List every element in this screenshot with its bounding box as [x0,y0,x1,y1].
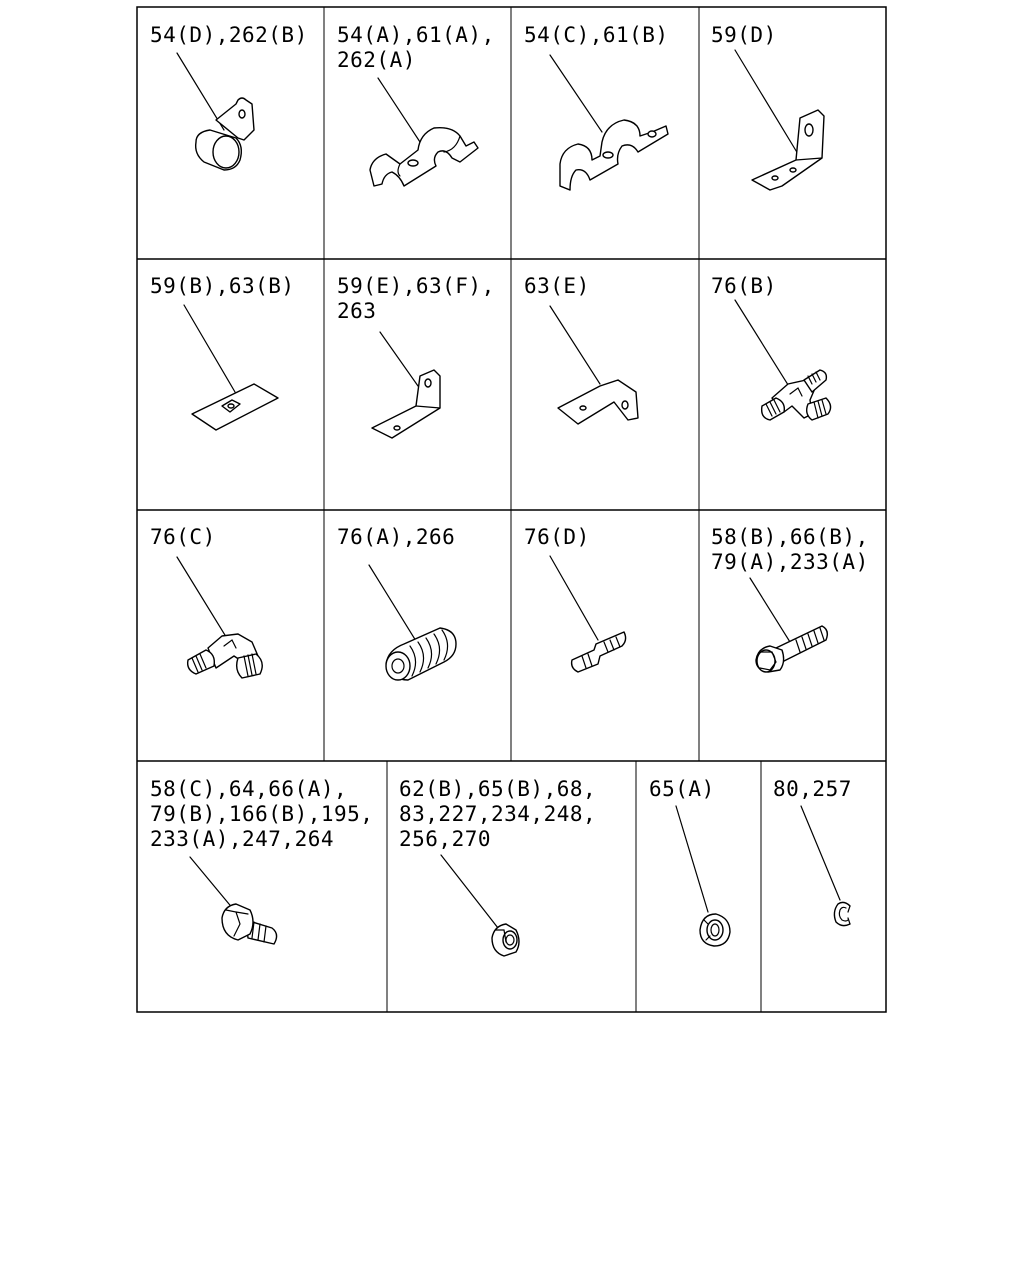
cell-76b: 76(B) [711,274,777,298]
flange-nut-icon [675,805,731,947]
part-number-label: 76(C) [150,525,216,549]
bolt-hex-icon [189,856,278,945]
tee-fitting-icon [734,299,832,421]
cell-62b-65b-68: 62(B),65(B),68,83,227,234,248,256,270 [399,777,596,851]
cell-labels: 54(D),262(B) 54(A),61(A),262(A) 54(C),61(B… [150,23,869,851]
bolt-flange-icon [749,577,829,673]
cell-59d: 59(D) [711,23,777,47]
grid-lines [136,6,887,1013]
cell-65a: 65(A) [649,777,715,801]
union-fitting-icon [368,564,457,681]
hex-nut-icon [440,854,520,957]
l-bracket-icon [734,49,825,191]
part-number-label: 59(E),63(F), [337,274,495,298]
part-number-label: 63(E) [524,274,590,298]
cell-76a-266: 76(A),266 [337,525,455,549]
clamp-double-icon [369,77,479,187]
part-number-label: 76(B) [711,274,777,298]
clamp-single-icon [176,52,255,171]
part-number-label: 59(B),63(B) [150,274,295,298]
cell-59b-63b: 59(B),63(B) [150,274,295,298]
part-number-label: 256,270 [399,827,491,851]
cell-80-257: 80,257 [773,777,852,801]
part-number-label: 54(A),61(A), [337,23,495,47]
cell-54a-61a-262a: 54(A),61(A),262(A) [337,23,495,72]
part-number-label: 262(A) [337,48,416,72]
l-bracket-small-icon [371,331,441,439]
cell-58b-66b-79a-233a: 58(B),66(B),79(A),233(A) [711,525,869,574]
cell-63e: 63(E) [524,274,590,298]
part-number-label: 58(C),64,66(A), [150,777,347,801]
cell-76d: 76(D) [524,525,590,549]
part-number-label: 54(C),61(B) [524,23,669,47]
part-number-label: 79(A),233(A) [711,550,869,574]
straight-fitting-icon [549,555,627,673]
cell-58c-64-66a: 58(C),64,66(A),79(B),166(B),195,233(A),2… [150,777,373,851]
part-number-label: 83,227,234,248, [399,802,596,826]
part-number-label: 62(B),65(B),68, [399,777,596,801]
snap-ring-icon [800,805,851,927]
flat-plate-icon [183,304,279,431]
elbow-fitting-icon [176,556,263,679]
part-number-label: 59(D) [711,23,777,47]
clamp-double-large-icon [549,54,669,191]
part-number-label: 65(A) [649,777,715,801]
part-number-label: 263 [337,299,376,323]
cell-59e-63f-263: 59(E),63(F),263 [337,274,495,323]
part-number-label: 58(B),66(B), [711,525,869,549]
part-number-label: 54(D),262(B) [150,23,308,47]
cell-54c-61b: 54(C),61(B) [524,23,669,47]
part-number-label: 80,257 [773,777,852,801]
part-number-label: 76(A),266 [337,525,455,549]
angle-bracket-icon [549,305,639,425]
cell-76c: 76(C) [150,525,216,549]
part-number-label: 79(B),166(B),195, [150,802,373,826]
cell-54d-262b: 54(D),262(B) [150,23,308,47]
part-number-label: 233(A),247,264 [150,827,334,851]
part-number-label: 76(D) [524,525,590,549]
